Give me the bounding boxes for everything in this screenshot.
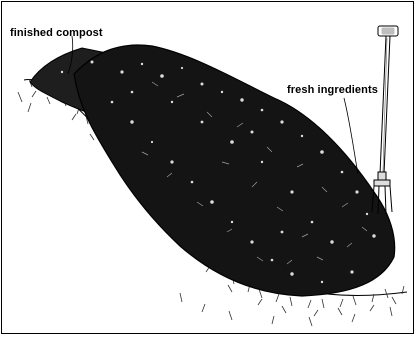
diagram-frame: finished compost fresh ingredients	[1, 1, 414, 334]
compost-illustration	[2, 2, 414, 334]
pitchfork-icon	[372, 26, 398, 214]
fresh-ingredients-label: fresh ingredients	[287, 84, 378, 96]
fresh-compost-pile	[74, 45, 395, 296]
finished-compost-label: finished compost	[10, 27, 103, 39]
